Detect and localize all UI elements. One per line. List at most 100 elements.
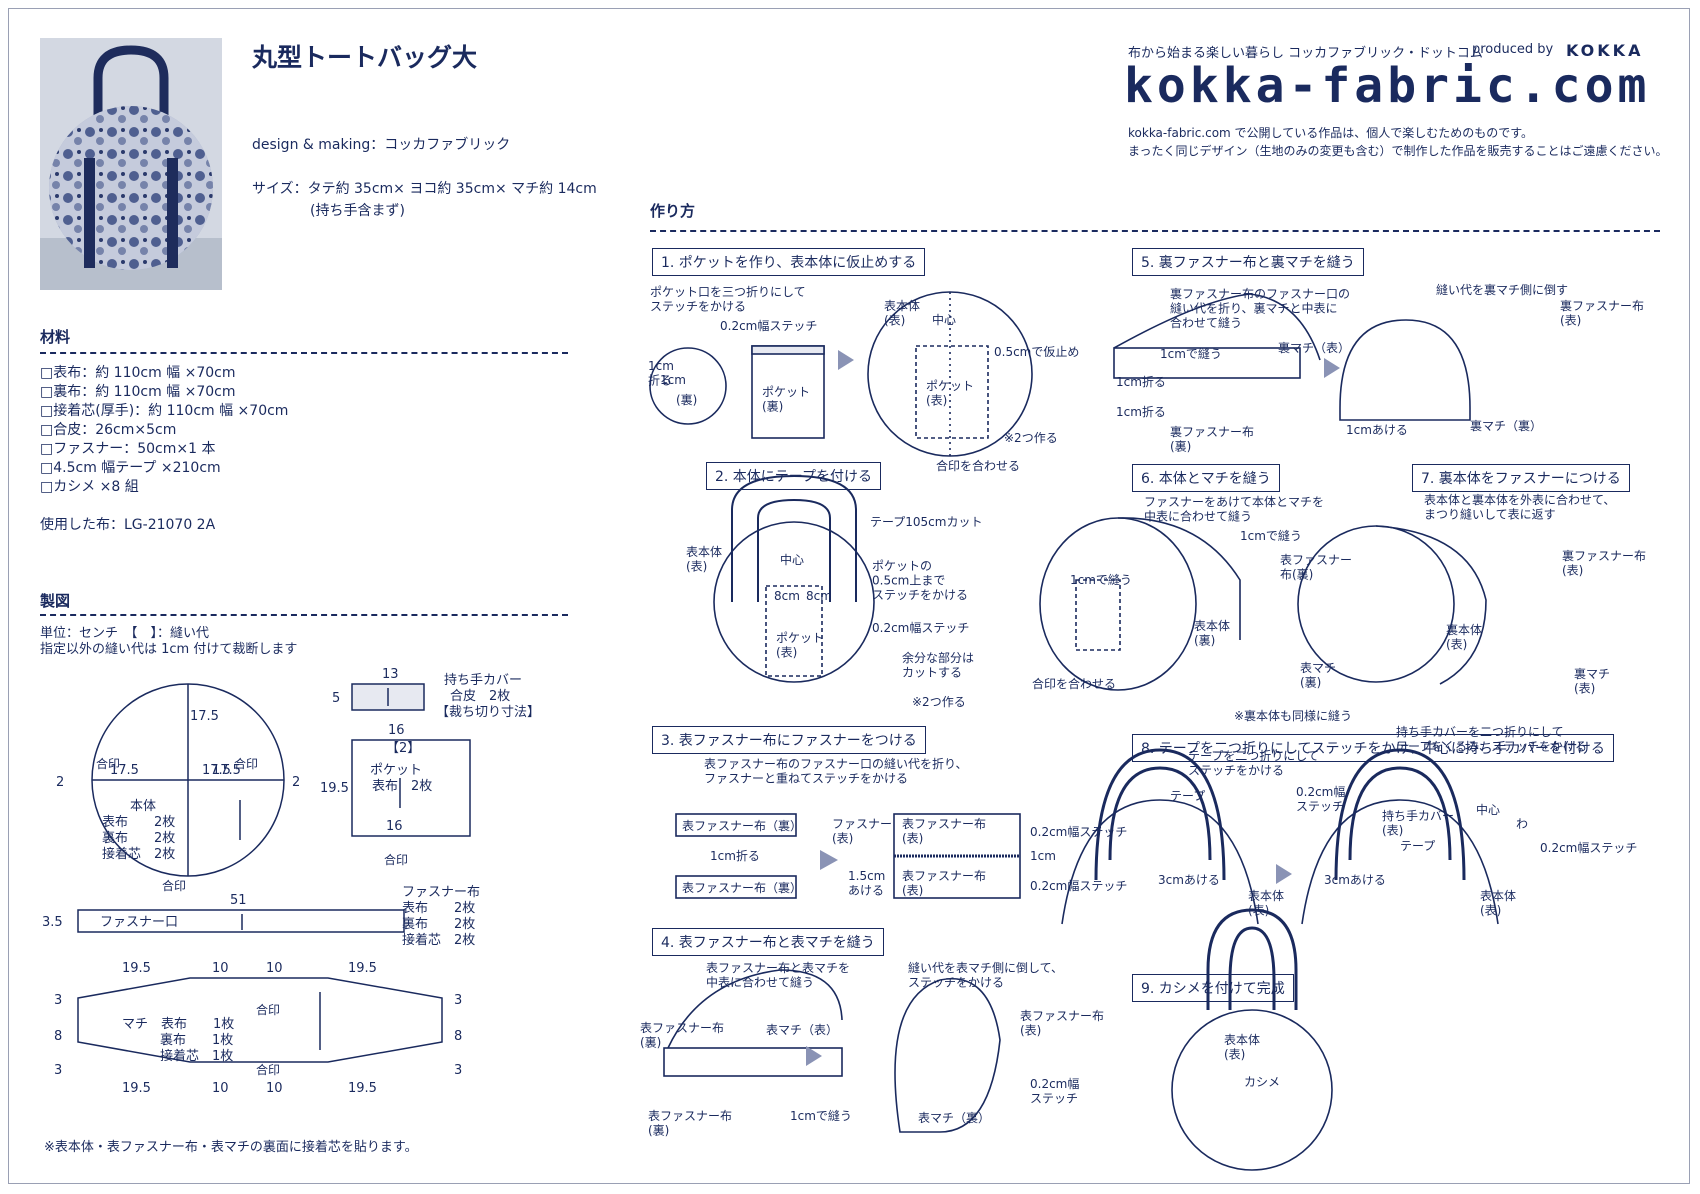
s5-note1: 裏ファスナー布のファスナー口の縫い代を折り、裏マチと中表に合わせて縫う <box>1170 286 1350 330</box>
s1-body-front: 表本体(表) <box>884 299 920 327</box>
s8-body-b: 表本体(表) <box>1480 889 1516 917</box>
s6-note: ファスナーをあけて本体とマチを中表に合わせて縫う <box>1144 495 1324 523</box>
handle-label-0: 持ち手カバー <box>444 673 522 688</box>
fabric-used: 使用した布：LG-21070 2A <box>40 517 216 533</box>
dim-r-left: 17.5 <box>110 763 139 778</box>
s4-sew: 1cmで縫う <box>790 1108 852 1123</box>
body-label-0: 本体 <box>130 799 156 814</box>
s4-note1: 表ファスナー布と表マチを中表に合わせて縫う <box>706 961 850 989</box>
s3-stitch-b: 0.2cm幅ステッチ <box>1030 878 1127 893</box>
s6-lining: ※裏本体も同様に縫う <box>1234 708 1352 723</box>
align-mark-left: 合印 <box>96 756 120 771</box>
s6-align: 合印を合わせる <box>1032 676 1116 691</box>
handle-label-2: 【裁ち切り寸法】 <box>436 704 540 720</box>
step-4-title: 4. 表ファスナー布と表マチを縫う <box>652 928 884 956</box>
gusset-side-r2: 3 <box>454 1063 462 1078</box>
s8-open-b: 3cmあける <box>1324 873 1386 887</box>
s7-zip: 裏ファスナー布(表) <box>1562 548 1646 577</box>
zipper-label-1: 表布 2枚 <box>402 901 475 916</box>
s2-tape: テープ105cmカット <box>870 515 982 529</box>
align-mark-bottom: 合印 <box>162 878 186 893</box>
step-1-title: 1. ポケットを作り、表本体に仮止めする <box>652 248 926 276</box>
step-3-title: 3. 表ファスナー布にファスナーをつける <box>652 726 926 754</box>
s6-sew-a: 1cmで縫う <box>1240 528 1302 543</box>
s9-body: 表本体(表) <box>1224 1033 1260 1061</box>
pocket-h: 19.5 <box>320 781 349 796</box>
s8-note1: テープを二つ折りにしてステッチをかける <box>1188 748 1319 777</box>
s1-stitch: 0.2cm幅ステッチ <box>720 318 817 333</box>
page-frame <box>8 8 1690 1184</box>
gusset-piece <box>77 977 443 1063</box>
body-label-1: 表布 2枚 <box>102 815 175 830</box>
s1-pocket-back: ポケット(裏) <box>762 385 810 413</box>
page-title: 丸型トートバッグ大 <box>252 43 478 72</box>
s8-note2: 持ち手カバーを二つ折りにしてテープをくるみ、ステッチをかける <box>1396 724 1587 753</box>
howto-heading: 作り方 <box>650 202 696 220</box>
s4-stitch: 0.2cm幅ステッチ <box>1030 1076 1079 1105</box>
zipper-w: 51 <box>230 893 247 908</box>
zipper-cloth-piece <box>77 909 405 933</box>
s8-cover: 持ち手カバー(表) <box>1382 808 1454 837</box>
s6-body: 表本体(裏) <box>1194 619 1230 647</box>
gusset-dim-1: 10 <box>212 961 229 976</box>
s9-rivet: カシメ <box>1244 1075 1280 1089</box>
gusset-align-bottom: 合印 <box>256 1062 280 1077</box>
brand-logo: KOKKA <box>1566 41 1644 60</box>
s2-body: 表本体(表) <box>686 545 722 573</box>
notice-line-1: kokka-fabric.com で公開している作品は、個人で楽しむためのもので… <box>1128 126 1533 140</box>
s4-back-b: 表ファスナー布(裏) <box>648 1109 732 1137</box>
s8-wa: わ <box>1516 817 1528 831</box>
material-item: □接着芯(厚手)：約 110cm 幅 ×70cm <box>40 403 289 419</box>
s5-sew: 1cmで縫う <box>1160 346 1222 361</box>
s7-note: 表本体と裏本体を外表に合わせて、まつり縫いして表に返す <box>1424 492 1615 521</box>
s8-body-a: 表本体(表) <box>1248 889 1284 917</box>
s8-open-a: 3cmあける <box>1158 873 1220 887</box>
s3-zipper: ファスナー(表) <box>832 817 892 845</box>
s1-ura: (裏) <box>676 392 697 407</box>
pattern-drawing: 17.5 17.5 17.5 17.5 2 2 合印 合印 合印 本体 表布 2… <box>42 667 540 1096</box>
s5-gusset-front: 裏マチ（表） <box>1278 340 1350 355</box>
site-logo[interactable]: kokka-fabric.com <box>1124 58 1651 114</box>
materials-divider <box>40 352 568 354</box>
s3-stitch-a: 0.2cm幅ステッチ <box>1030 824 1127 839</box>
s3-note: 表ファスナー布のファスナー口の縫い代を折り、ファスナーと重ねてステッチをかける <box>704 756 968 785</box>
body-label-3: 接着芯 2枚 <box>102 846 175 862</box>
s5-open: 1cmあける <box>1346 423 1408 437</box>
gusset-align-top: 合印 <box>256 1002 280 1017</box>
zipper-label-0: ファスナー布 <box>402 885 480 900</box>
pocket-align: 合印 <box>384 852 408 867</box>
s5-fold-a: 1cm折る <box>1116 374 1166 389</box>
s5-note2: 縫い代を裏マチ側に倒す <box>1436 282 1568 297</box>
s8-stitch2: 0.2cm幅ステッチ <box>1540 840 1637 855</box>
zipper-h: 3.5 <box>42 915 63 930</box>
pocket-seam: 【2】 <box>386 741 420 756</box>
s2-8cm-b: 8cm <box>806 589 832 603</box>
material-item: □裏布：約 110cm 幅 ×70cm <box>40 384 236 400</box>
produced-by: produced by <box>1472 42 1554 57</box>
s8-tape-b: テープ <box>1400 839 1435 853</box>
s6-zip: 表ファスナー布(裏) <box>1280 553 1352 581</box>
zipper-label-2: 裏布 2枚 <box>402 917 475 932</box>
dim-r-right: 17.5 <box>212 763 241 778</box>
gusset-label-1: 裏布 1枚 <box>160 1033 233 1048</box>
s2-stitch: 0.2cm幅ステッチ <box>872 620 969 635</box>
zipper-opening: ファスナー口 <box>100 915 178 930</box>
gusset-side-1: 8 <box>54 1029 62 1044</box>
gusset-dim-b2: 10 <box>266 1081 283 1096</box>
dim-2-left: 2 <box>56 775 64 790</box>
gusset-dim-b0: 19.5 <box>122 1081 151 1096</box>
material-item: □カシメ ×8 組 <box>40 479 139 495</box>
gusset-side-0: 3 <box>54 993 62 1008</box>
s1-align: 合印を合わせる <box>936 458 1020 473</box>
align-mark-right: 合印 <box>234 756 258 771</box>
s3-front-b: 表ファスナー布(表) <box>902 869 986 897</box>
s1-two: ※2つ作る <box>1004 431 1058 445</box>
s5-front: 裏ファスナー布(表) <box>1560 298 1644 327</box>
handle-h: 5 <box>332 691 340 706</box>
s1-1cm: 1cm <box>660 373 686 387</box>
material-item: □ファスナー：50cm×1 本 <box>40 441 216 457</box>
body-label-2: 裏布 2枚 <box>102 831 175 846</box>
s2-two: ※2つ作る <box>912 695 966 709</box>
